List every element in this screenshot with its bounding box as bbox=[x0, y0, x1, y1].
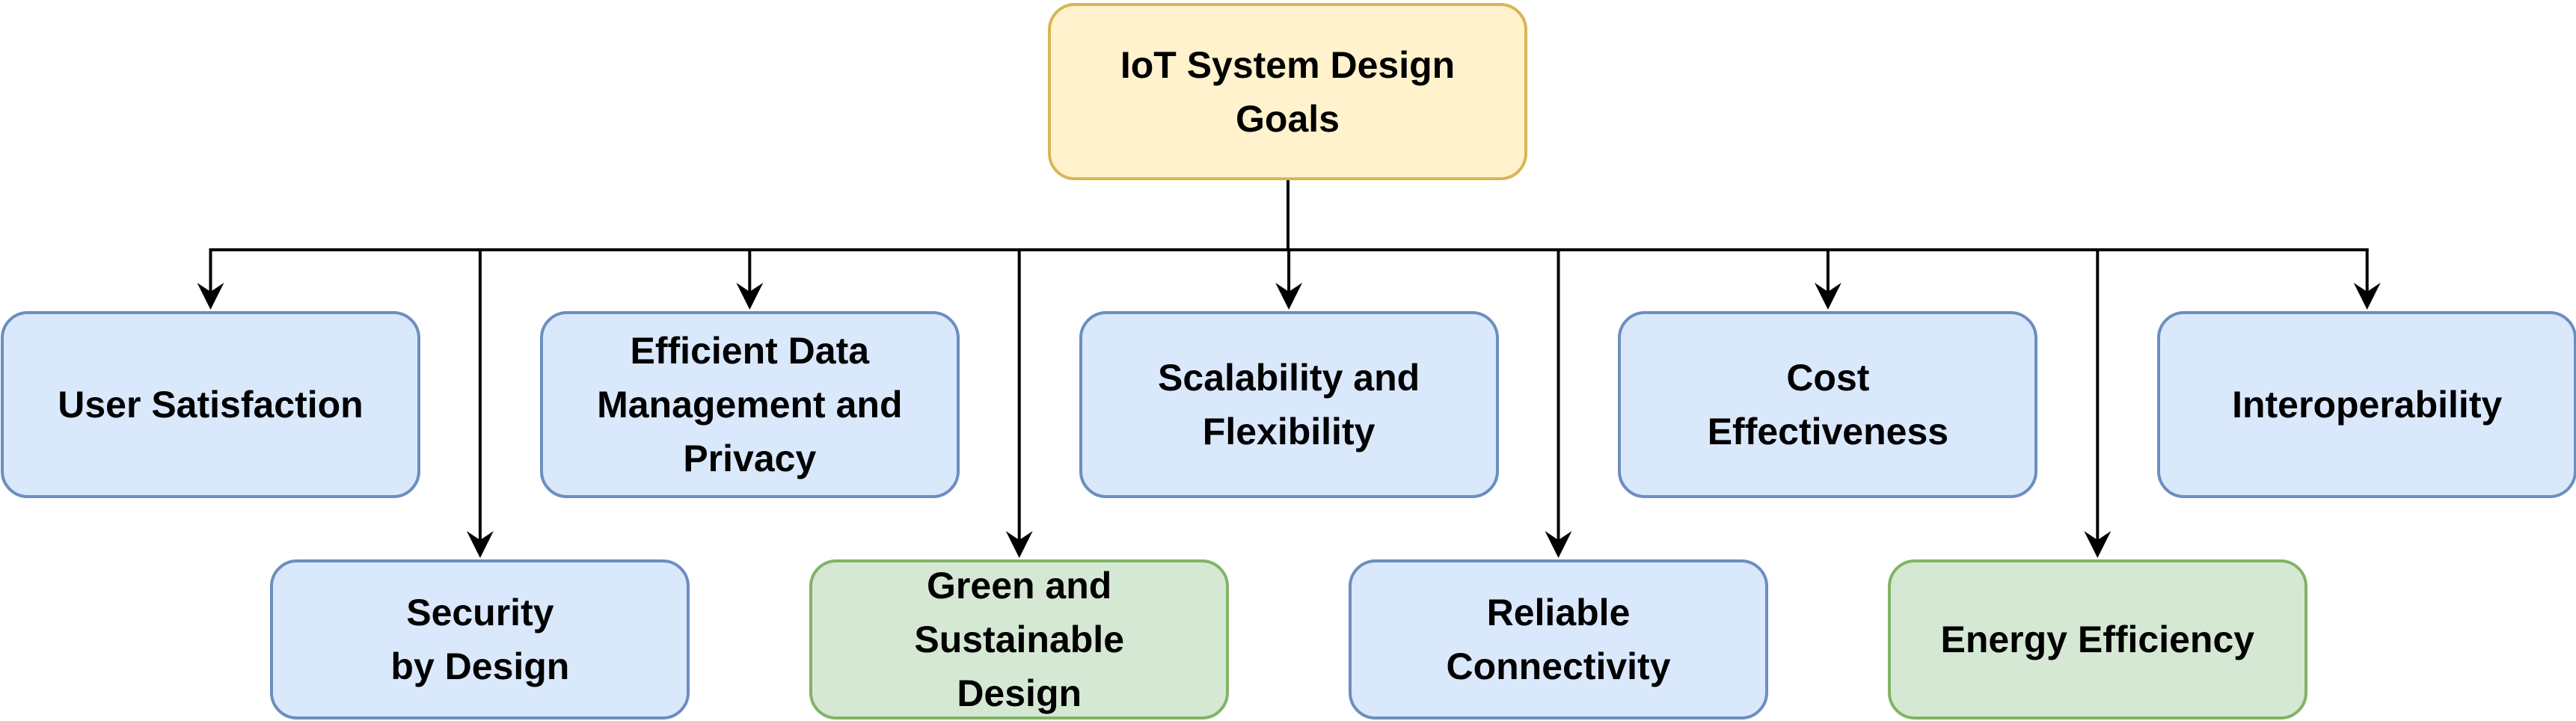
arrowhead-icon bbox=[197, 283, 224, 310]
arrowhead-icon bbox=[2084, 531, 2112, 558]
arrowhead-icon bbox=[736, 283, 764, 310]
goal-efficient-data-management: Efficient Data Management and Privacy bbox=[539, 311, 960, 498]
arrowhead-icon bbox=[1545, 531, 1572, 558]
goal-cost-effectiveness: Cost Effectiveness bbox=[1618, 311, 2038, 498]
goal-interoperability: Interoperability bbox=[2157, 311, 2576, 498]
root-node: IoT System Design Goals bbox=[1048, 3, 1527, 180]
arrowhead-icon bbox=[1005, 531, 1033, 558]
goal-security-by-design: Security by Design bbox=[270, 559, 690, 720]
goal-scalability-flexibility: Scalability and Flexibility bbox=[1079, 311, 1499, 498]
goal-reliable-connectivity: Reliable Connectivity bbox=[1349, 559, 1768, 720]
arrowhead-icon bbox=[1275, 283, 1303, 310]
arrowhead-icon bbox=[466, 531, 494, 558]
arrowhead-icon bbox=[2353, 283, 2381, 310]
arrowhead-icon bbox=[1814, 283, 1841, 310]
goal-user-satisfaction: User Satisfaction bbox=[1, 311, 420, 498]
goal-energy-efficiency: Energy Efficiency bbox=[1887, 559, 2307, 720]
goal-green-sustainable-design: Green and Sustainable Design bbox=[809, 559, 1230, 720]
